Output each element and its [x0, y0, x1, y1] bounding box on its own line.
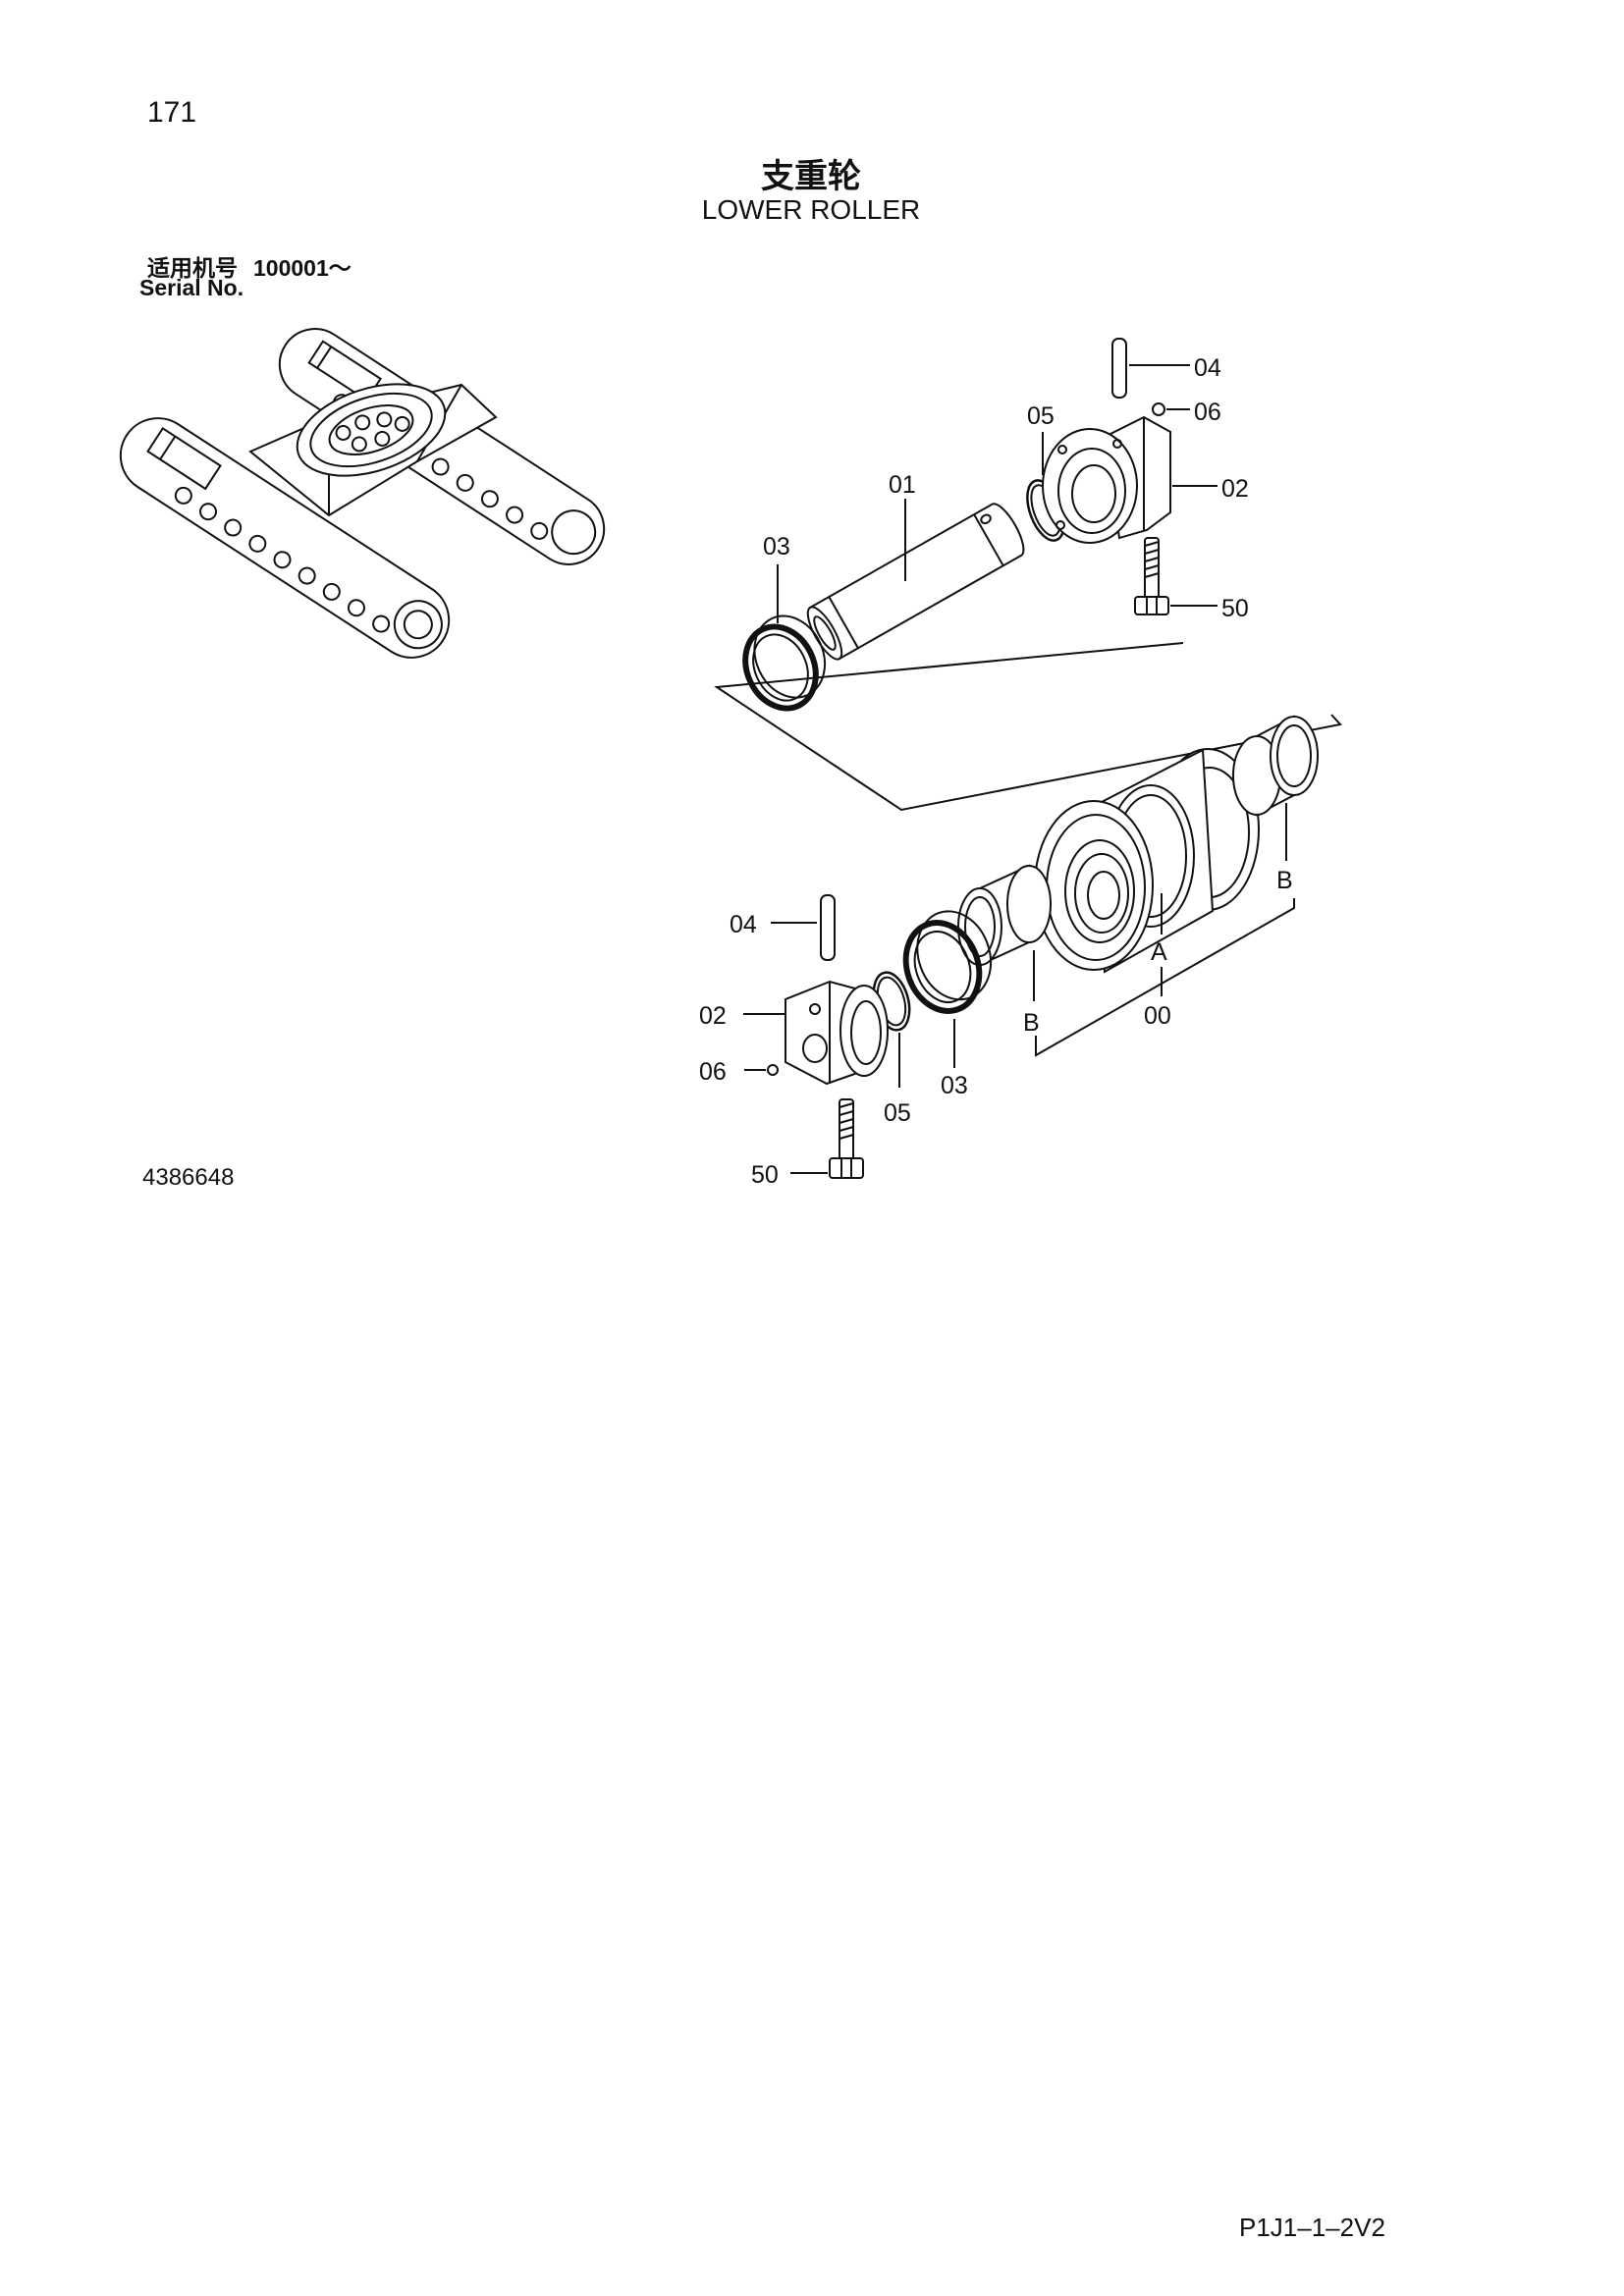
- callout-roller-ref: A: [1151, 938, 1167, 966]
- swing-circle: [296, 383, 447, 477]
- callout-bracket: 02: [699, 1002, 727, 1030]
- bracket-part: [785, 980, 889, 1086]
- front-track-frame: [119, 417, 451, 659]
- seal-part: [742, 614, 827, 712]
- serial-range: 100001～: [253, 255, 352, 281]
- upper-assembly-bracket-line: [714, 642, 1342, 812]
- plug-part: [1152, 402, 1165, 416]
- lower-assembly-bracket-line: [1035, 898, 1295, 1057]
- pin-part: [820, 894, 836, 961]
- bolt-part: [829, 1098, 864, 1179]
- plug-part: [767, 1064, 779, 1076]
- bolt-part: [1134, 537, 1169, 615]
- callout-seal: 03: [941, 1072, 968, 1099]
- callout-collar-right: B: [1276, 867, 1293, 894]
- lower-assembly: A 00 B B: [699, 715, 1319, 1189]
- pin-part: [1111, 338, 1127, 399]
- callout-bracket: 02: [1221, 475, 1249, 503]
- callout-bolt: 50: [751, 1161, 779, 1189]
- callout-pin: 04: [730, 911, 757, 938]
- seal-part: [902, 910, 993, 1014]
- page-title-english: LOWER ROLLER: [701, 194, 921, 225]
- collar-right-part: [1232, 715, 1319, 817]
- page-number: 171: [147, 96, 197, 129]
- bracket-part: [1042, 415, 1171, 544]
- serial-applicability: 适用机号 100001～: [147, 249, 352, 283]
- serial-label-english: Serial No.: [139, 275, 244, 300]
- callout-o-ring: 05: [884, 1099, 911, 1127]
- shaft-part: [806, 503, 1025, 661]
- roller-part: [1034, 748, 1260, 974]
- callout-collar-left: B: [1023, 1009, 1040, 1037]
- undercarriage-locator-view: [119, 328, 606, 659]
- serial-label-chinese: 适用机号: [147, 255, 238, 281]
- callout-bolt: 50: [1221, 595, 1249, 622]
- callout-shaft: 01: [889, 471, 916, 499]
- callout-plug: 06: [1194, 399, 1221, 426]
- callout-plug: 06: [699, 1058, 727, 1086]
- page-title-chinese: 支重轮: [761, 158, 861, 195]
- callout-pin: 04: [1194, 354, 1221, 382]
- callout-seal: 03: [763, 533, 790, 561]
- callout-o-ring: 05: [1027, 402, 1055, 430]
- page-code: P1J1–1–2V2: [1239, 2213, 1385, 2242]
- drawing-number: 4386648: [142, 1164, 235, 1191]
- callout-roller: 00: [1144, 1002, 1171, 1030]
- upper-assembly: 01 03 05: [714, 338, 1342, 812]
